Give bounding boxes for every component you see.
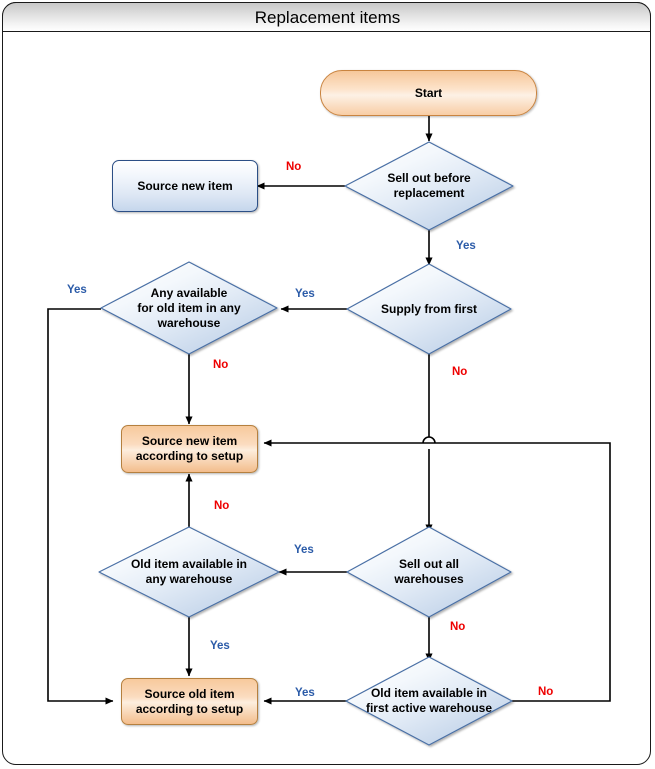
edge-label-no-old-item-any-warehouse: No [214,500,230,512]
window-titlebar: Replacement items [2,2,651,32]
node-sell-out-before-replacement[interactable]: Sell out before replacement [345,142,513,230]
edge-label-no-sell-out-before: No [286,161,302,173]
node-supply-from-first-label: Supply from first [380,301,477,316]
node-start[interactable]: Start [320,70,537,116]
edge-label-yes-supply-from-first: Yes [295,288,315,300]
node-sell-out-before-replacement-label: Sell out before replacement [387,171,471,200]
node-old-item-available-first-active-warehouse-label: Old item available in first active wareh… [365,686,493,715]
node-old-item-available-any-warehouse-label: Old item available in any warehouse [130,557,248,586]
node-sell-out-all-warehouses-label: Sell out all warehouses [394,557,464,586]
window-title: Replacement items [254,8,401,27]
edge-label-no-supply-from-first: No [452,366,468,378]
edge-label-yes-sell-out-before: Yes [456,240,476,252]
node-old-item-available-first-active-warehouse[interactable]: Old item available in first active wareh… [346,657,512,745]
edge-label-yes-old-item-any-warehouse: Yes [210,640,230,652]
edge-label-no-sell-out-all: No [450,621,466,633]
edge-label-yes-sell-out-all: Yes [294,544,314,556]
node-source-new-item-according-to-setup-label: Source new item according to setup [135,434,244,463]
node-source-new-item-label: Source new item [137,178,233,193]
edge-label-no-any-available: No [213,359,229,371]
edge-label-no-old-item-first-active: No [538,686,554,698]
node-sell-out-all-warehouses[interactable]: Sell out all warehouses [347,527,511,617]
edge-label-yes-old-item-first-active: Yes [295,687,315,699]
node-source-new-item-according-to-setup[interactable]: Source new item according to setup [121,425,258,473]
node-source-old-item-according-to-setup-label: Source old item according to setup [135,686,244,716]
node-any-available-old-item[interactable]: Any available for old item in any wareho… [101,262,277,354]
node-any-available-old-item-label: Any available for old item in any wareho… [137,285,241,330]
node-start-label: Start [414,85,443,100]
edge-label-yes-any-available: Yes [67,284,87,296]
node-source-new-item[interactable]: Source new item [112,160,258,212]
node-supply-from-first[interactable]: Supply from first [347,264,511,354]
node-old-item-available-any-warehouse[interactable]: Old item available in any warehouse [99,527,279,617]
node-source-old-item-according-to-setup[interactable]: Source old item according to setup [121,678,258,725]
